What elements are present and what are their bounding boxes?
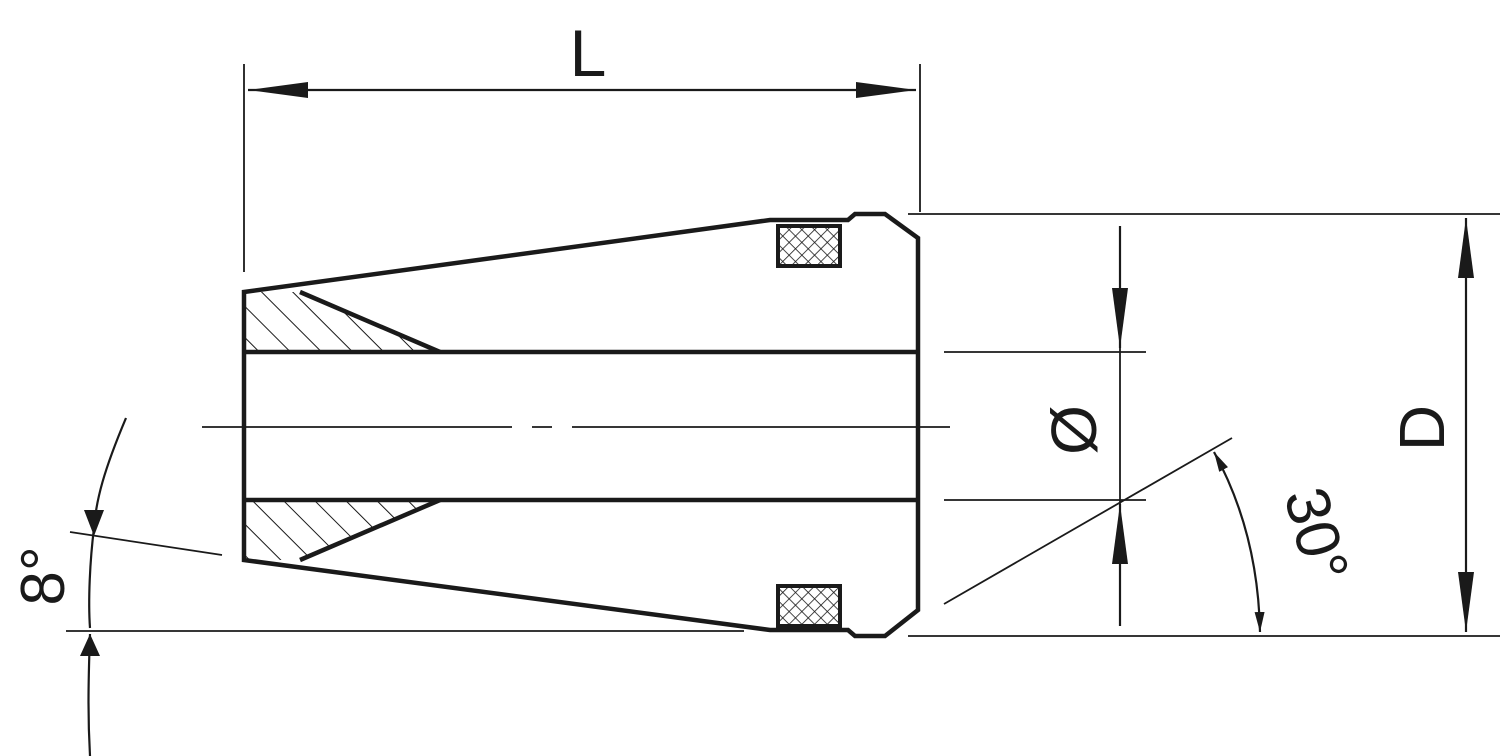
- taper-arrow-bottom: [80, 634, 100, 656]
- outer-diameter-dimension: D: [908, 213, 1500, 637]
- outer-diameter-label: D: [1386, 405, 1458, 451]
- taper-arrow-top: [84, 510, 104, 536]
- top-seal-ring: [776, 224, 842, 268]
- nose-angle-dimension: 30°: [943, 437, 1361, 633]
- length-dimension: L: [243, 16, 921, 272]
- bore-outline: [244, 349, 918, 503]
- length-label: L: [570, 16, 607, 90]
- bore-diameter-dimension: Ø: [944, 226, 1146, 626]
- nose-angle-label: 30°: [1270, 480, 1361, 588]
- bottom-section-hatch: [244, 500, 440, 560]
- taper-angle-dimension: 8°: [9, 417, 744, 756]
- bottom-section-edge: [299, 497, 441, 563]
- bore-diameter-label: Ø: [1038, 405, 1110, 455]
- collet-outline: [241, 211, 921, 639]
- top-section-hatch: [244, 292, 440, 352]
- bottom-seal-ring: [776, 584, 842, 628]
- taper-angle-label: 8°: [9, 546, 78, 605]
- top-section-edge: [299, 289, 441, 355]
- collet-body: [241, 211, 921, 639]
